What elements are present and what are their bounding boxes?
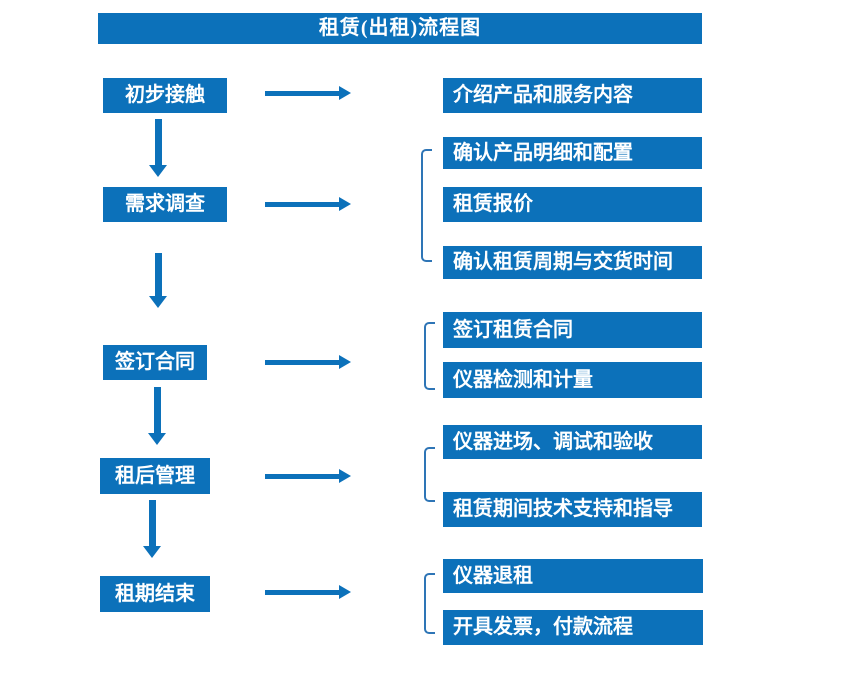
flow-step-box-post-rental-management: 租后管理 <box>100 458 210 494</box>
arrow-head-icon <box>339 197 351 211</box>
flow-output-box-confirm-details: 确认产品明细和配置 <box>443 137 702 169</box>
flowchart-title-banner: 租赁(出租)流程图 <box>98 13 702 44</box>
flow-output-box-tech-support: 租赁期间技术支持和指导 <box>443 492 702 527</box>
arrow-head-icon <box>339 355 351 369</box>
flow-output-box-rental-quote: 租赁报价 <box>443 187 702 222</box>
flow-output-box-introduce-products: 介绍产品和服务内容 <box>443 78 702 113</box>
arrow-head-icon <box>149 165 167 177</box>
group-bracket <box>424 573 435 634</box>
arrow-shaft <box>154 387 161 433</box>
flow-output-box-instrument-return: 仪器退租 <box>443 559 703 593</box>
arrow-head-icon <box>143 546 161 558</box>
arrow-shaft <box>265 474 339 479</box>
arrow-head-icon <box>339 469 351 483</box>
arrow-shaft <box>265 590 339 595</box>
arrow-shaft <box>155 253 162 296</box>
group-bracket <box>421 149 432 262</box>
flow-step-box-initial-contact: 初步接触 <box>103 78 227 113</box>
arrow-shaft <box>149 500 156 546</box>
flow-step-box-sign-contract: 签订合同 <box>103 345 207 380</box>
flow-output-box-instrument-testing: 仪器检测和计量 <box>443 362 702 398</box>
arrow-shaft <box>265 91 339 96</box>
flow-output-box-invoice-payment: 开具发票，付款流程 <box>443 610 703 645</box>
flow-output-box-confirm-period-delivery: 确认租赁周期与交货时间 <box>443 246 702 279</box>
arrow-shaft <box>265 202 339 207</box>
flow-step-box-demand-survey: 需求调查 <box>103 187 227 222</box>
flow-step-box-lease-end: 租期结束 <box>100 576 210 612</box>
arrow-head-icon <box>149 296 167 308</box>
arrow-shaft <box>155 119 162 165</box>
arrow-head-icon <box>148 433 166 445</box>
arrow-shaft <box>265 360 339 365</box>
group-bracket <box>424 447 435 502</box>
flow-output-box-instrument-setup: 仪器进场、调试和验收 <box>443 425 702 459</box>
arrow-head-icon <box>339 86 351 100</box>
flow-output-box-sign-rental-contract: 签订租赁合同 <box>443 312 702 348</box>
group-bracket <box>424 322 435 390</box>
arrow-head-icon <box>339 585 351 599</box>
